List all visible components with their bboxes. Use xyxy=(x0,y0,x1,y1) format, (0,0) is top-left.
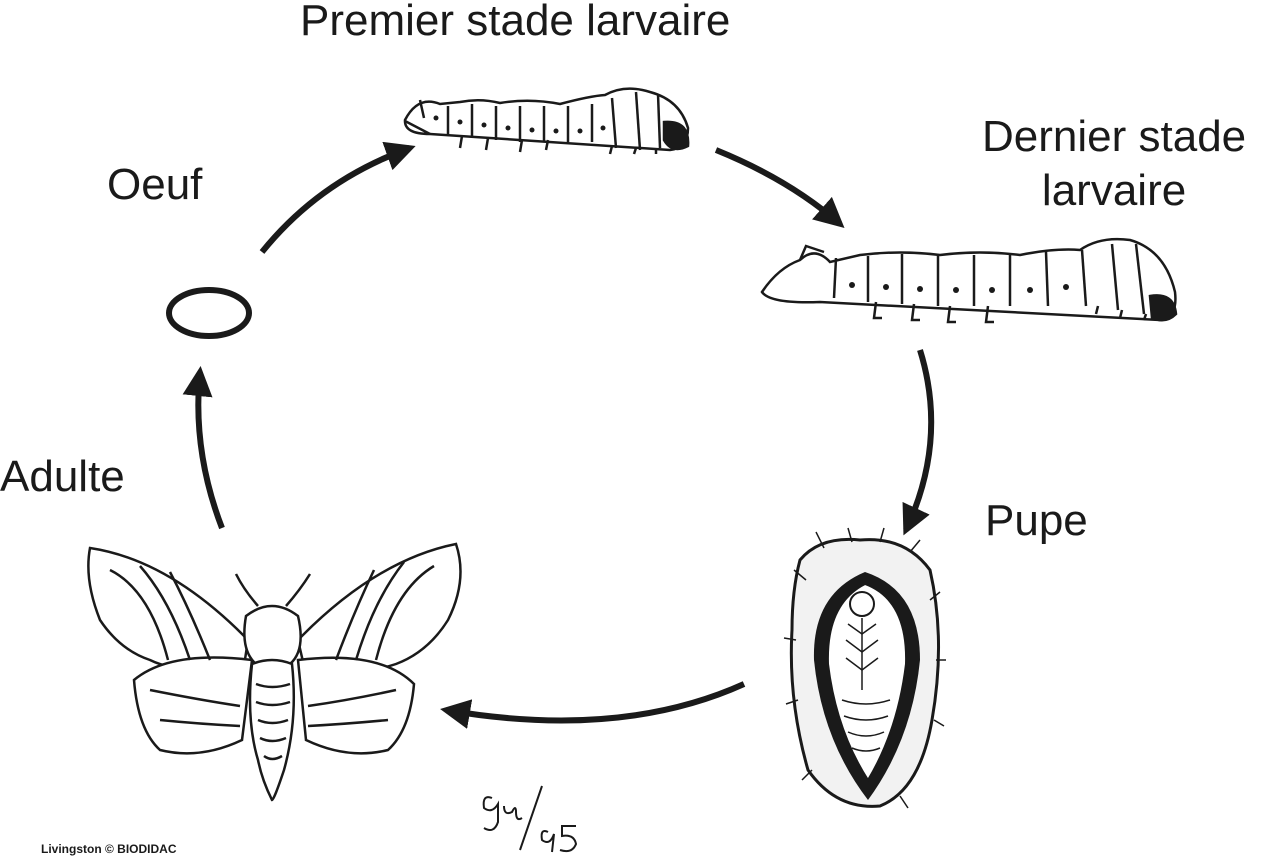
label-egg-stage: Oeuf xyxy=(107,160,203,209)
label-last-larva-line1: Dernier stade xyxy=(982,112,1247,161)
last-larva-illustration xyxy=(760,237,1178,324)
signature-mark xyxy=(482,785,578,853)
label-adult-stage: Adulte xyxy=(0,452,125,501)
arrow-first-to-last-larva xyxy=(714,147,845,228)
image-credit: Livingston © BIODIDAC xyxy=(41,842,177,856)
arrow-last-larva-to-pupa xyxy=(902,349,935,536)
label-first-larva-stage: Premier stade larvaire xyxy=(300,0,731,45)
adult-moth-illustration xyxy=(87,542,462,802)
arrow-adult-to-egg xyxy=(182,366,225,530)
pupa-illustration xyxy=(783,527,946,809)
label-last-larva-line2: larvaire xyxy=(1041,165,1187,215)
label-pupa-stage: Pupe xyxy=(985,496,1088,545)
egg-illustration xyxy=(166,287,252,339)
first-larva-illustration xyxy=(403,87,690,155)
arrow-pupa-to-adult xyxy=(440,681,746,729)
label-last-larva-stage: Dernier stade larvaire xyxy=(982,110,1246,217)
arrow-egg-to-first-larva xyxy=(259,141,416,254)
